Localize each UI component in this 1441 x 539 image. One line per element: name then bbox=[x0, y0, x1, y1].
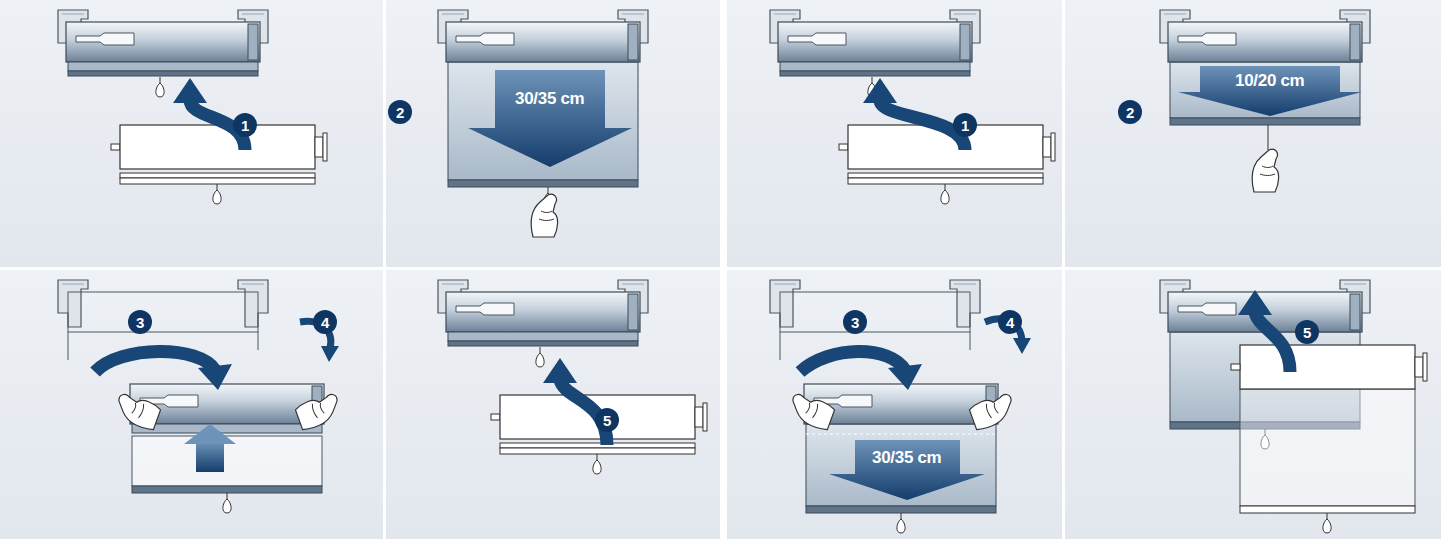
callout-number: 1 bbox=[961, 118, 969, 133]
label-holder: 30/35 cm bbox=[872, 449, 941, 466]
dimension-label: 30/35 cm bbox=[515, 90, 584, 107]
callout-number: 1 bbox=[241, 118, 249, 133]
label-holder: 3 bbox=[136, 315, 144, 330]
label-holder: 2 bbox=[396, 105, 404, 120]
label-holder: 1 bbox=[961, 118, 969, 133]
label-holder: 2 bbox=[1126, 105, 1134, 120]
label-holder: 5 bbox=[603, 413, 611, 428]
label-holder: 4 bbox=[321, 315, 329, 330]
dimension-label: 10/20 cm bbox=[1235, 72, 1304, 89]
callout-number: 3 bbox=[136, 315, 144, 330]
label-holder: 4 bbox=[1006, 315, 1014, 330]
callout-number: 3 bbox=[851, 315, 859, 330]
callout-number: 2 bbox=[396, 105, 404, 120]
dimension-label: 30/35 cm bbox=[872, 449, 941, 466]
label-holder: 30/35 cm bbox=[515, 90, 584, 107]
callout-number: 2 bbox=[1126, 105, 1134, 120]
callout-number: 5 bbox=[603, 413, 611, 428]
label-holder: 3 bbox=[851, 315, 859, 330]
callout-number: 5 bbox=[1303, 325, 1311, 340]
callout-number: 4 bbox=[321, 315, 329, 330]
label-holder: 10/20 cm bbox=[1235, 72, 1304, 89]
callout-disc bbox=[233, 113, 257, 137]
label-holder: 5 bbox=[1303, 325, 1311, 340]
label-holder: 1 bbox=[241, 118, 249, 133]
callout-number: 4 bbox=[1006, 315, 1014, 330]
